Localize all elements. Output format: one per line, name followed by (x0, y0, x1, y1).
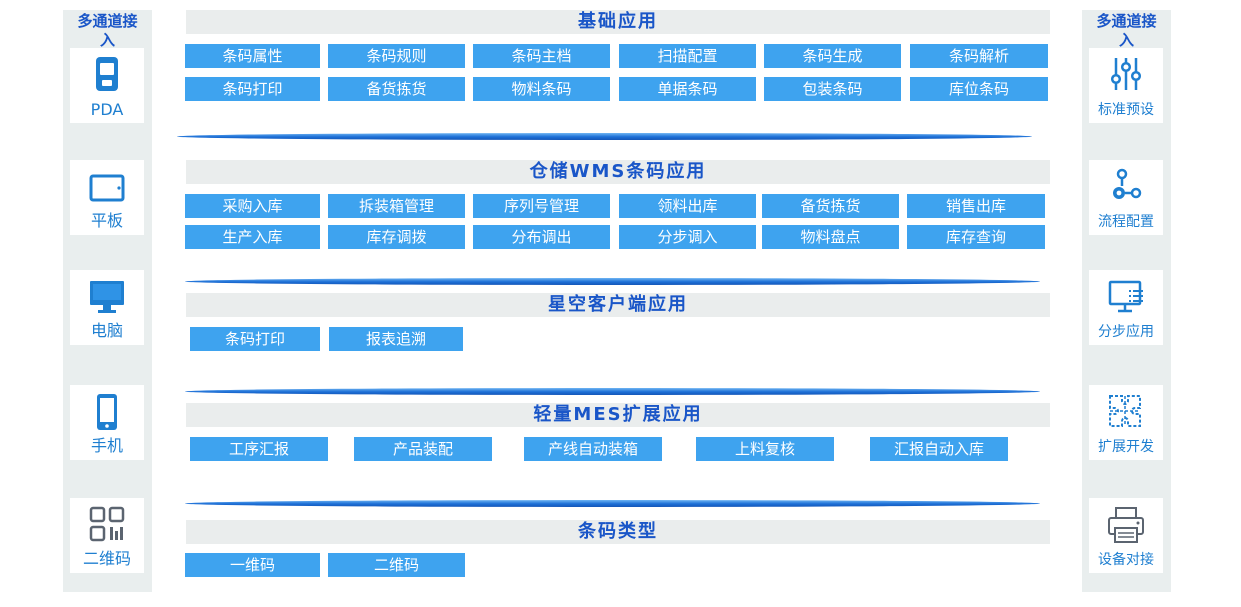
feature-label: 扩展开发 (1098, 439, 1154, 455)
feature-standard-preset[interactable]: 标准预设 (1089, 48, 1163, 123)
left-channel-title: 多通道接入 (77, 12, 138, 49)
channel-tablet[interactable]: 平板 (70, 160, 144, 235)
printer-icon (1089, 506, 1163, 543)
module-button[interactable]: 销售出库 (907, 194, 1045, 218)
module-button[interactable]: 备货拣货 (762, 194, 899, 218)
channel-label: 手机 (90, 436, 123, 455)
sliders-icon (1089, 56, 1163, 92)
module-button[interactable]: 汇报自动入库 (870, 437, 1008, 461)
module-button[interactable]: 库存查询 (907, 225, 1045, 249)
qr-code-icon (70, 506, 144, 542)
section-mes-apps: 轻量MES扩展应用 (186, 403, 1050, 427)
module-button[interactable]: 产线自动装箱 (524, 437, 662, 461)
module-button[interactable]: 拆装箱管理 (328, 194, 465, 218)
pda-icon (70, 56, 144, 92)
module-button[interactable]: 上料复核 (696, 437, 834, 461)
desktop-list-icon (1089, 278, 1163, 314)
module-button[interactable]: 扫描配置 (619, 44, 756, 68)
channel-label: 平板 (90, 211, 123, 230)
section-divider (185, 500, 1040, 507)
channel-phone[interactable]: 手机 (70, 385, 144, 460)
module-button[interactable]: 二维码 (328, 553, 465, 577)
channel-label: 二维码 (82, 549, 131, 568)
channel-computer[interactable]: 电脑 (70, 270, 144, 345)
module-button[interactable]: 条码属性 (185, 44, 320, 68)
module-button[interactable]: 序列号管理 (473, 194, 610, 218)
section-title: 星空客户端应用 (548, 294, 688, 315)
section-divider (185, 278, 1040, 285)
module-button[interactable]: 库位条码 (910, 77, 1048, 101)
section-title: 基础应用 (578, 11, 658, 32)
module-button[interactable]: 采购入库 (185, 194, 320, 218)
feature-label: 设备对接 (1098, 552, 1154, 568)
right-channel-column: 多通道接入 标准预设 流程配置 (1082, 10, 1171, 592)
module-button[interactable]: 报表追溯 (329, 327, 463, 351)
feature-label: 流程配置 (1098, 214, 1154, 230)
section-divider (177, 133, 1032, 140)
monitor-icon (70, 278, 144, 314)
channel-label: 电脑 (90, 321, 123, 340)
channel-label: PDA (90, 100, 124, 119)
module-button[interactable]: 工序汇报 (190, 437, 328, 461)
section-wms-apps: 仓储WMS条码应用 (186, 160, 1050, 184)
module-button[interactable]: 备货拣货 (328, 77, 465, 101)
feature-device-integration[interactable]: 设备对接 (1089, 498, 1163, 573)
module-button[interactable]: 条码规则 (328, 44, 465, 68)
section-title: 仓储WMS条码应用 (529, 161, 707, 182)
left-channel-column: 多通道接入 PDA 平板 电 (63, 10, 152, 592)
section-title: 轻量MES扩展应用 (533, 404, 703, 425)
module-button[interactable]: 条码主档 (473, 44, 610, 68)
module-button[interactable]: 生产入库 (185, 225, 320, 249)
module-button[interactable]: 库存调拨 (328, 225, 465, 249)
module-button[interactable]: 一维码 (185, 553, 320, 577)
feature-label: 分步应用 (1098, 324, 1154, 340)
channel-pda[interactable]: PDA (70, 48, 144, 123)
channel-qr-code[interactable]: 二维码 (70, 498, 144, 573)
process-flow-icon (1089, 168, 1163, 204)
module-button[interactable]: 条码打印 (190, 327, 320, 351)
module-button[interactable]: 产品装配 (354, 437, 492, 461)
section-divider (185, 388, 1040, 395)
module-button[interactable]: 物料条码 (473, 77, 610, 101)
module-button[interactable]: 单据条码 (619, 77, 756, 101)
section-barcode-types: 条码类型 (186, 520, 1050, 544)
module-button[interactable]: 物料盘点 (762, 225, 899, 249)
module-button[interactable]: 条码解析 (910, 44, 1048, 68)
tablet-icon (70, 168, 144, 204)
feature-step-application[interactable]: 分步应用 (1089, 270, 1163, 345)
feature-label: 标准预设 (1098, 102, 1154, 118)
module-button[interactable]: 分布调出 (473, 225, 610, 249)
puzzle-icon (1089, 393, 1163, 429)
module-button[interactable]: 分步调入 (619, 225, 756, 249)
right-channel-title: 多通道接入 (1096, 12, 1157, 49)
module-button[interactable]: 条码生成 (764, 44, 901, 68)
phone-icon (70, 393, 144, 430)
section-title: 条码类型 (578, 521, 658, 542)
module-button[interactable]: 包装条码 (764, 77, 901, 101)
module-button[interactable]: 领料出库 (619, 194, 756, 218)
feature-extension-dev[interactable]: 扩展开发 (1089, 385, 1163, 460)
module-button[interactable]: 条码打印 (185, 77, 320, 101)
section-basic-apps: 基础应用 (186, 10, 1050, 34)
feature-process-config[interactable]: 流程配置 (1089, 160, 1163, 235)
section-client-apps: 星空客户端应用 (186, 293, 1050, 317)
